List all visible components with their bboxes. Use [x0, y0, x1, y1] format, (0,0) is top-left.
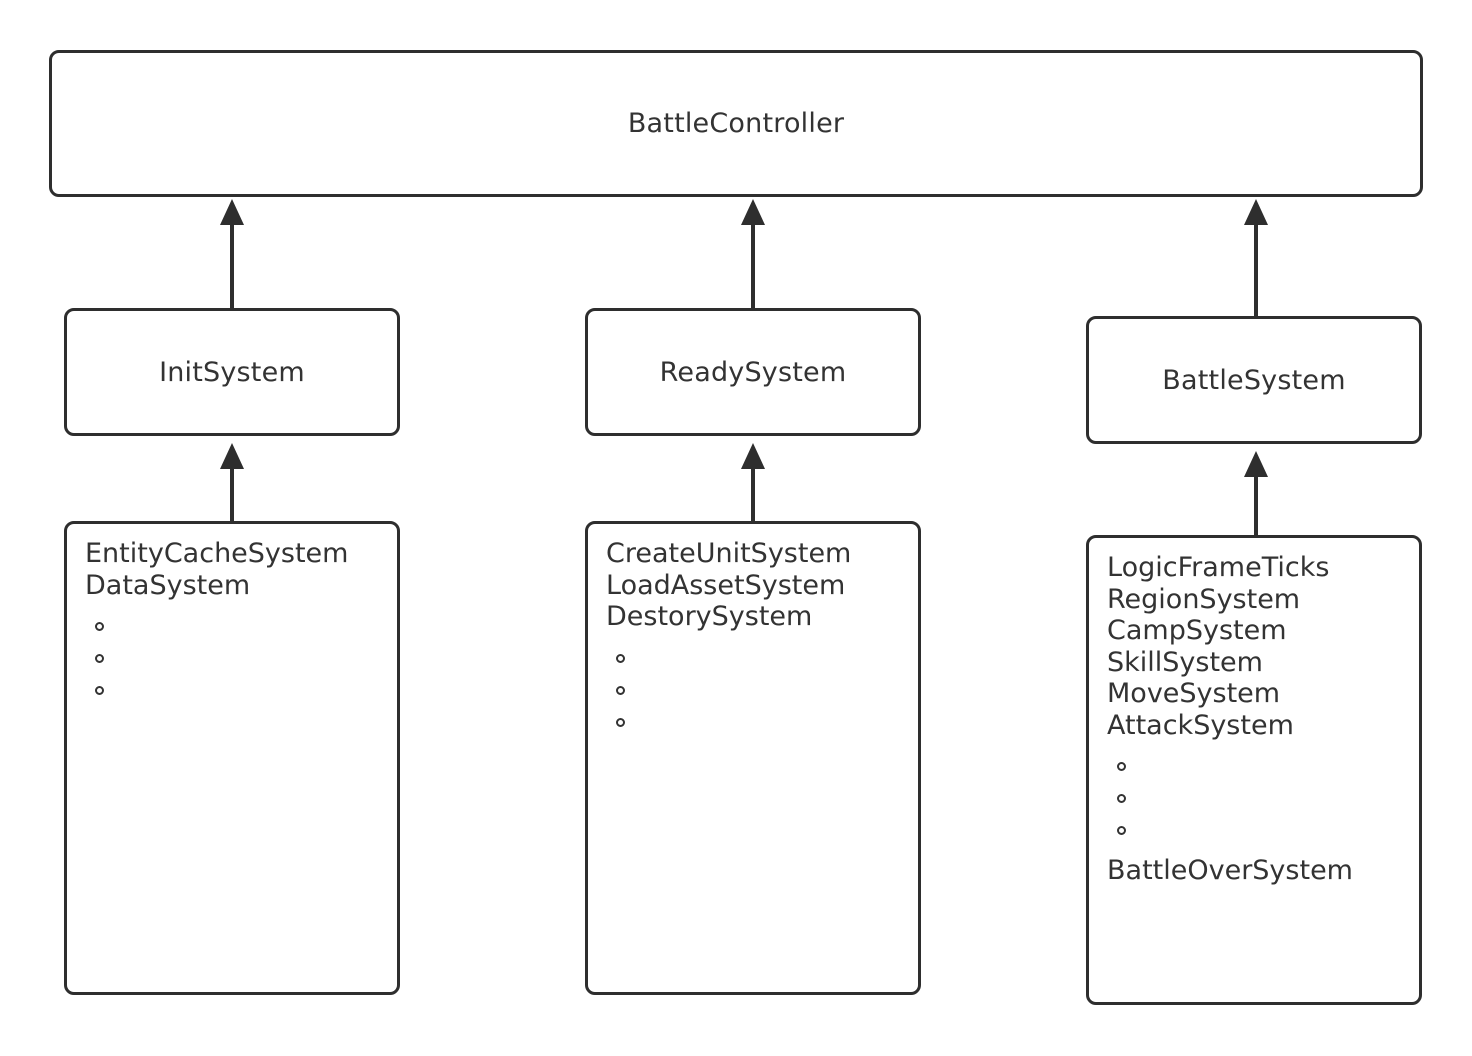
ellipsis-dot-icon: [1117, 762, 1126, 771]
list-item-ellipsis: [1089, 750, 1419, 782]
node-battlesystem[interactable]: BattleSystem: [1086, 316, 1422, 444]
list-item: BattleOverSystem: [1107, 855, 1353, 886]
list-item-ellipsis: [1089, 782, 1419, 814]
ellipsis-dot-icon: [1117, 794, 1126, 803]
node-battlecontroller-label: BattleController: [627, 108, 845, 139]
node-battlecontroller[interactable]: BattleController: [49, 50, 1423, 197]
list-gap: [1089, 741, 1419, 750]
list-item-ellipsis: [67, 674, 397, 706]
ellipsis-dot-icon: [1117, 826, 1126, 835]
list-gap: [1089, 846, 1419, 855]
list-item: RegionSystem: [1107, 583, 1301, 615]
list-item: SkillSystem: [1107, 646, 1263, 678]
list-item-ellipsis: [588, 642, 918, 674]
list-item: LogicFrameTicks: [1107, 552, 1330, 583]
list-item: AttackSystem: [1107, 709, 1294, 741]
node-readysystem-label: ReadySystem: [659, 356, 847, 388]
ellipsis-dot-icon: [95, 654, 104, 663]
list-item-ellipsis: [67, 642, 397, 674]
node-initsystem[interactable]: InitSystem: [64, 308, 400, 436]
list-item: DestorySystem: [606, 601, 813, 632]
list-gap: [588, 633, 918, 642]
ellipsis-dot-icon: [616, 653, 625, 663]
list-item: LoadAssetSystem: [606, 569, 846, 601]
list-item: DataSystem: [85, 569, 251, 601]
list-item: CampSystem: [1107, 615, 1287, 646]
list-item: MoveSystem: [1107, 678, 1281, 709]
node-battlesystem-label: BattleSystem: [1162, 364, 1346, 396]
list-item-ellipsis: [588, 706, 918, 738]
list-item: EntityCacheSystem: [85, 538, 349, 569]
node-readysystem[interactable]: ReadySystem: [585, 308, 921, 436]
ellipsis-dot-icon: [95, 686, 104, 695]
list-gap: [67, 601, 397, 610]
list-item: CreateUnitSystem: [606, 538, 852, 569]
list-item-ellipsis: [588, 674, 918, 706]
list-item-ellipsis: [67, 610, 397, 642]
ellipsis-dot-icon: [95, 622, 104, 631]
node-initsystem-label: InitSystem: [159, 356, 305, 388]
ellipsis-dot-icon: [616, 717, 625, 727]
list-item-ellipsis: [1089, 814, 1419, 846]
ellipsis-dot-icon: [616, 685, 625, 695]
